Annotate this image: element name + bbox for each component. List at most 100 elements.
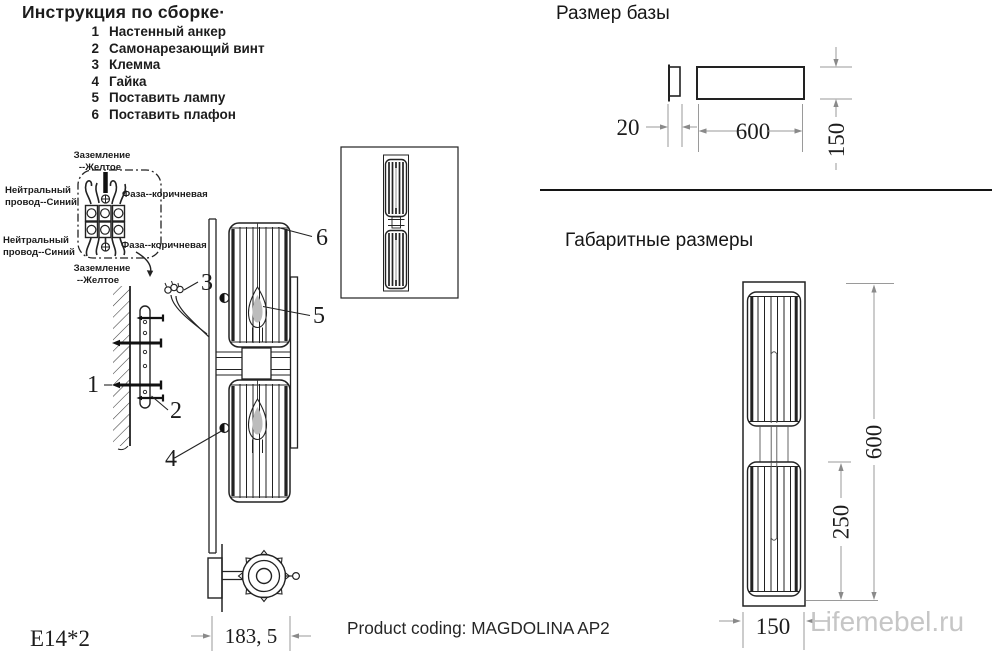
top-view-shade [237, 549, 291, 603]
assembly-item: 2 Самонарезающий винт [88, 40, 265, 58]
nut-bottom [219, 422, 230, 434]
wiring-label-neutral-bottom-1: Нейтральный [3, 235, 69, 246]
nut-top [219, 292, 230, 304]
bulb-top [247, 223, 268, 342]
callout-2-number: 2 [170, 398, 182, 424]
overall-size-title: Габаритные размеры [565, 230, 754, 251]
callout-1: 1 [87, 372, 112, 398]
assembly-item-label: Поставить лампу [109, 90, 226, 105]
section-divider [540, 189, 992, 191]
assembly-item-number: 6 [91, 106, 99, 122]
wiring-label-ground-top-1: Заземление [74, 150, 131, 161]
assembly-item: 1 Настенный анкер [88, 24, 265, 41]
terminal-wires [84, 180, 127, 257]
lamp-side-view [208, 218, 299, 554]
anchor-screws [112, 314, 165, 402]
callout-5: 5 [262, 303, 325, 329]
assembly-item-number: 3 [91, 57, 99, 72]
wall-anchor-lower [112, 380, 163, 390]
callout-4: 4 [165, 430, 222, 472]
assembly-list: 1 Настенный анкер 2 Самонарезающий винт … [88, 24, 265, 124]
center-connector [216, 347, 291, 380]
mounting-bracket [139, 305, 151, 409]
base-width-value: 600 [736, 119, 771, 144]
base-size-drawing: 20 600 150 [617, 47, 852, 170]
front-shade-bottom [746, 461, 802, 597]
callout-3-number: 3 [201, 270, 213, 296]
assembly-title: Инструкция по сборке· [22, 2, 226, 22]
assembly-item: 6 Поставить плафон [88, 107, 265, 124]
callout-6: 6 [277, 225, 328, 251]
product-coding: Product coding: MAGDOLINA AP2 [347, 618, 610, 638]
shade-detail-inset [340, 146, 459, 299]
wiring-label-phase-bottom: Фаза--коричневая [121, 240, 207, 251]
assembly-item: 3 Клемма [88, 57, 265, 74]
top-view-width-value: 183, 5 [225, 624, 278, 648]
base-depth-value: 20 [617, 115, 640, 140]
assembly-item-number: 1 [91, 24, 99, 39]
assembly-item-label: Поставить плафон [109, 106, 236, 122]
assembly-item-label: Настенный анкер [109, 24, 226, 39]
wiring-diagram: Заземление --Желтое Нейтральный провод--… [3, 150, 208, 286]
lamp-front-view [742, 281, 806, 607]
shade-height-value: 250 [829, 505, 854, 540]
wiring-label-ground-bottom-2: --Желтое [77, 275, 119, 286]
wall-section [113, 286, 131, 451]
center-rods [759, 426, 789, 462]
assembly-item-label: Гайка [109, 73, 147, 89]
wiring-label-ground-top-2: --Желтое [79, 162, 121, 173]
overall-width-value: 150 [756, 614, 791, 639]
top-view-knob [285, 571, 301, 580]
shade-bottom [228, 379, 291, 503]
assembly-item: 5 Поставить лампу [88, 90, 265, 107]
ground-symbol-bottom [100, 242, 111, 252]
self-tapping-screw-top [136, 314, 165, 322]
terminal-block [84, 204, 126, 239]
wiring-label-ground-bottom-1: Заземление [74, 263, 131, 274]
callout-2: 2 [151, 395, 182, 424]
front-backplate [742, 281, 806, 607]
self-tapping-screw-bottom [136, 394, 165, 402]
overall-size-drawing: 600 250 150 [719, 281, 894, 650]
wiring-label-phase-top: Фаза--коричневая [122, 189, 208, 200]
wire-leads [164, 280, 210, 338]
ground-symbol-top [100, 194, 111, 204]
base-width-dimension: 600 [698, 104, 803, 152]
callout-4-number: 4 [165, 446, 177, 472]
wiring-pointer-arrow [135, 251, 154, 277]
main-assembly-diagram: Заземление --Желтое Нейтральный провод--… [3, 146, 459, 651]
assembly-item-number: 5 [91, 90, 99, 105]
overall-height-dimension: 600 [846, 283, 894, 600]
base-front-rect [696, 66, 805, 100]
assembly-item-number: 4 [91, 73, 99, 89]
callout-1-number: 1 [87, 372, 99, 398]
overall-height-value: 600 [862, 425, 887, 460]
overall-width-dimension: 150 [719, 612, 828, 650]
shade-top [228, 222, 291, 348]
callout-5-number: 5 [313, 303, 325, 329]
wiring-label-neutral-bottom-2: провод--Синий [3, 247, 75, 258]
base-size-title: Размер базы [556, 3, 670, 24]
wiring-label-neutral-top-1: Нейтральный [5, 185, 71, 196]
wall-anchor-upper [112, 338, 163, 348]
callout-6-number: 6 [316, 225, 328, 251]
base-height-dimension: 150 [820, 47, 852, 170]
front-glass-bar [289, 276, 299, 449]
assembly-item-label: Клемма [109, 57, 161, 72]
top-view-dimension: 183, 5 [191, 616, 311, 651]
assembly-item-number: 2 [91, 40, 99, 56]
front-shade-top [746, 291, 802, 427]
backplate [208, 218, 217, 554]
lamp-top-view [207, 544, 301, 612]
wiring-label-neutral-top-2: провод--Синий [5, 197, 77, 208]
assembly-item-label: Самонарезающий винт [109, 40, 265, 56]
bulb-bottom [247, 380, 268, 453]
watermark: Lifemebel.ru [810, 606, 965, 637]
socket-spec: E14*2 [30, 626, 90, 651]
shade-height-dimension: 250 [806, 461, 878, 601]
callout-3: 3 [183, 270, 213, 296]
base-height-value: 150 [824, 123, 849, 158]
base-side-profile [668, 64, 681, 102]
assembly-item: 4 Гайка [88, 74, 265, 91]
